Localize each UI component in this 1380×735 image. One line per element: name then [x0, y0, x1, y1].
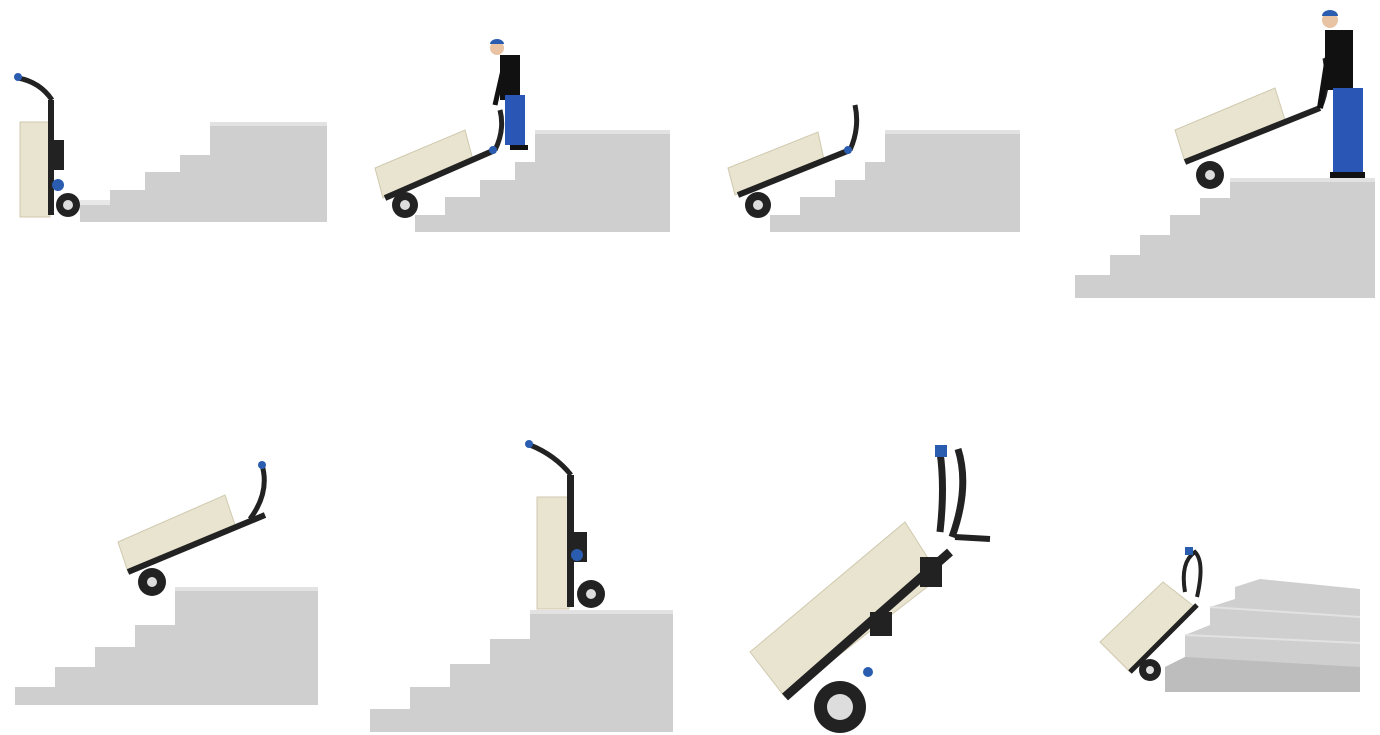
panel-3-illustration [690, 0, 1035, 367]
panel-4 [1035, 0, 1380, 367]
panel-5 [0, 367, 345, 734]
person [490, 39, 528, 150]
hand-truck [1175, 58, 1327, 189]
staircase [15, 587, 318, 705]
panel-4-illustration [1035, 0, 1380, 367]
panel-6 [345, 367, 690, 734]
panel-6-illustration [345, 367, 690, 734]
panel-8 [1035, 367, 1380, 734]
panel-2-illustration [345, 0, 690, 367]
panel-5-illustration [0, 367, 345, 734]
panel-7-illustration [690, 367, 1035, 734]
panel-8-illustration [1035, 367, 1380, 734]
staircase [1165, 579, 1360, 692]
panel-1 [0, 0, 345, 367]
panel-3 [690, 0, 1035, 367]
hand-truck [525, 440, 605, 609]
hand-truck [750, 445, 990, 733]
panel-1-illustration [0, 0, 345, 367]
staircase [80, 122, 327, 222]
hand-truck [14, 73, 80, 217]
staircase [370, 610, 673, 732]
hand-truck [118, 461, 266, 596]
panel-7 [690, 367, 1035, 734]
panel-2 [345, 0, 690, 367]
staircase [1075, 178, 1375, 298]
